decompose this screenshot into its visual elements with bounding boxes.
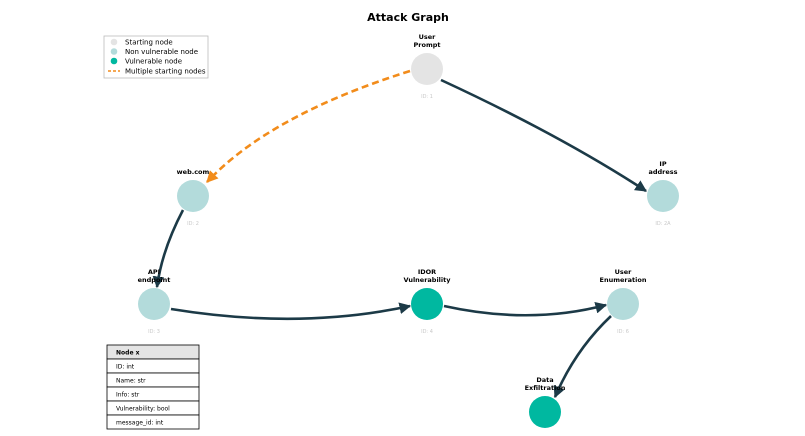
legend-non-vulnerable-swatch bbox=[110, 48, 118, 55]
node-label: address bbox=[648, 168, 677, 176]
edge-api-endpoint-to-idor-vulnerability bbox=[170, 302, 412, 321]
node-schema-table: Node x ID: int Name: str Info: str Vulne… bbox=[106, 344, 200, 430]
node-label: Data bbox=[536, 376, 553, 384]
edge-user-enumeration-to-data-exfiltration bbox=[553, 315, 612, 399]
node-label: endpoint bbox=[138, 276, 171, 284]
edge-user-prompt-to-ip-address bbox=[440, 78, 647, 193]
table-row-text: Info: str bbox=[116, 392, 140, 399]
legend-starting-label: Starting node bbox=[125, 39, 173, 47]
node-circle bbox=[529, 396, 561, 428]
node-id-label: ID: 4 bbox=[421, 329, 433, 335]
node-label: IDOR bbox=[418, 268, 436, 276]
legend-non-vulnerable-label: Non vulnerable node bbox=[125, 48, 198, 56]
node-id-label: ID: 2 bbox=[187, 221, 199, 227]
table-row bbox=[106, 414, 200, 430]
node-label: User bbox=[419, 33, 437, 41]
table-row-text: ID: int bbox=[116, 364, 135, 371]
legend-vulnerable-label: Vulnerable node bbox=[125, 58, 182, 66]
node-circle bbox=[647, 180, 679, 212]
node-id-label: ID: 3 bbox=[148, 329, 160, 335]
node-circle bbox=[411, 288, 443, 320]
node-id-label: ID: 6 bbox=[617, 329, 629, 335]
table-row-text: Name: str bbox=[116, 378, 146, 385]
node-circle bbox=[177, 180, 209, 212]
node-label: IP bbox=[659, 160, 666, 168]
node-id-label: ID: 2A bbox=[655, 221, 671, 227]
edges-layer bbox=[152, 69, 647, 399]
node-label: Exfiltration bbox=[525, 384, 566, 392]
node-label: User bbox=[615, 268, 633, 276]
edge-idor-vulnerability-to-user-enumeration bbox=[443, 302, 608, 317]
node-id-label: ID: 1 bbox=[421, 94, 433, 100]
legend-starting-swatch bbox=[110, 38, 118, 46]
legend-vulnerable-swatch bbox=[110, 57, 118, 65]
table-row-text: Vulnerability: bool bbox=[116, 406, 170, 413]
node-label: Enumeration bbox=[600, 276, 647, 284]
legend-box bbox=[103, 35, 209, 79]
legend: Starting node Non vulnerable node Vulner… bbox=[103, 35, 209, 79]
node-circle bbox=[411, 53, 443, 85]
legend-multi-start-label: Multiple starting nodes bbox=[125, 68, 206, 76]
edge-user-prompt-to-web-com bbox=[206, 69, 411, 183]
graph-title: Attack Graph bbox=[367, 11, 449, 24]
node-circle bbox=[138, 288, 170, 320]
node-label: web.com bbox=[177, 168, 210, 176]
node-label: Prompt bbox=[414, 41, 441, 49]
node-label: API bbox=[148, 268, 160, 276]
table-row-text: message_id: int bbox=[116, 420, 164, 427]
table-header: Node x bbox=[116, 350, 140, 357]
node-label: Vulnerability bbox=[404, 276, 452, 284]
edge-web-com-to-api-endpoint bbox=[152, 209, 185, 289]
node-circle bbox=[607, 288, 639, 320]
